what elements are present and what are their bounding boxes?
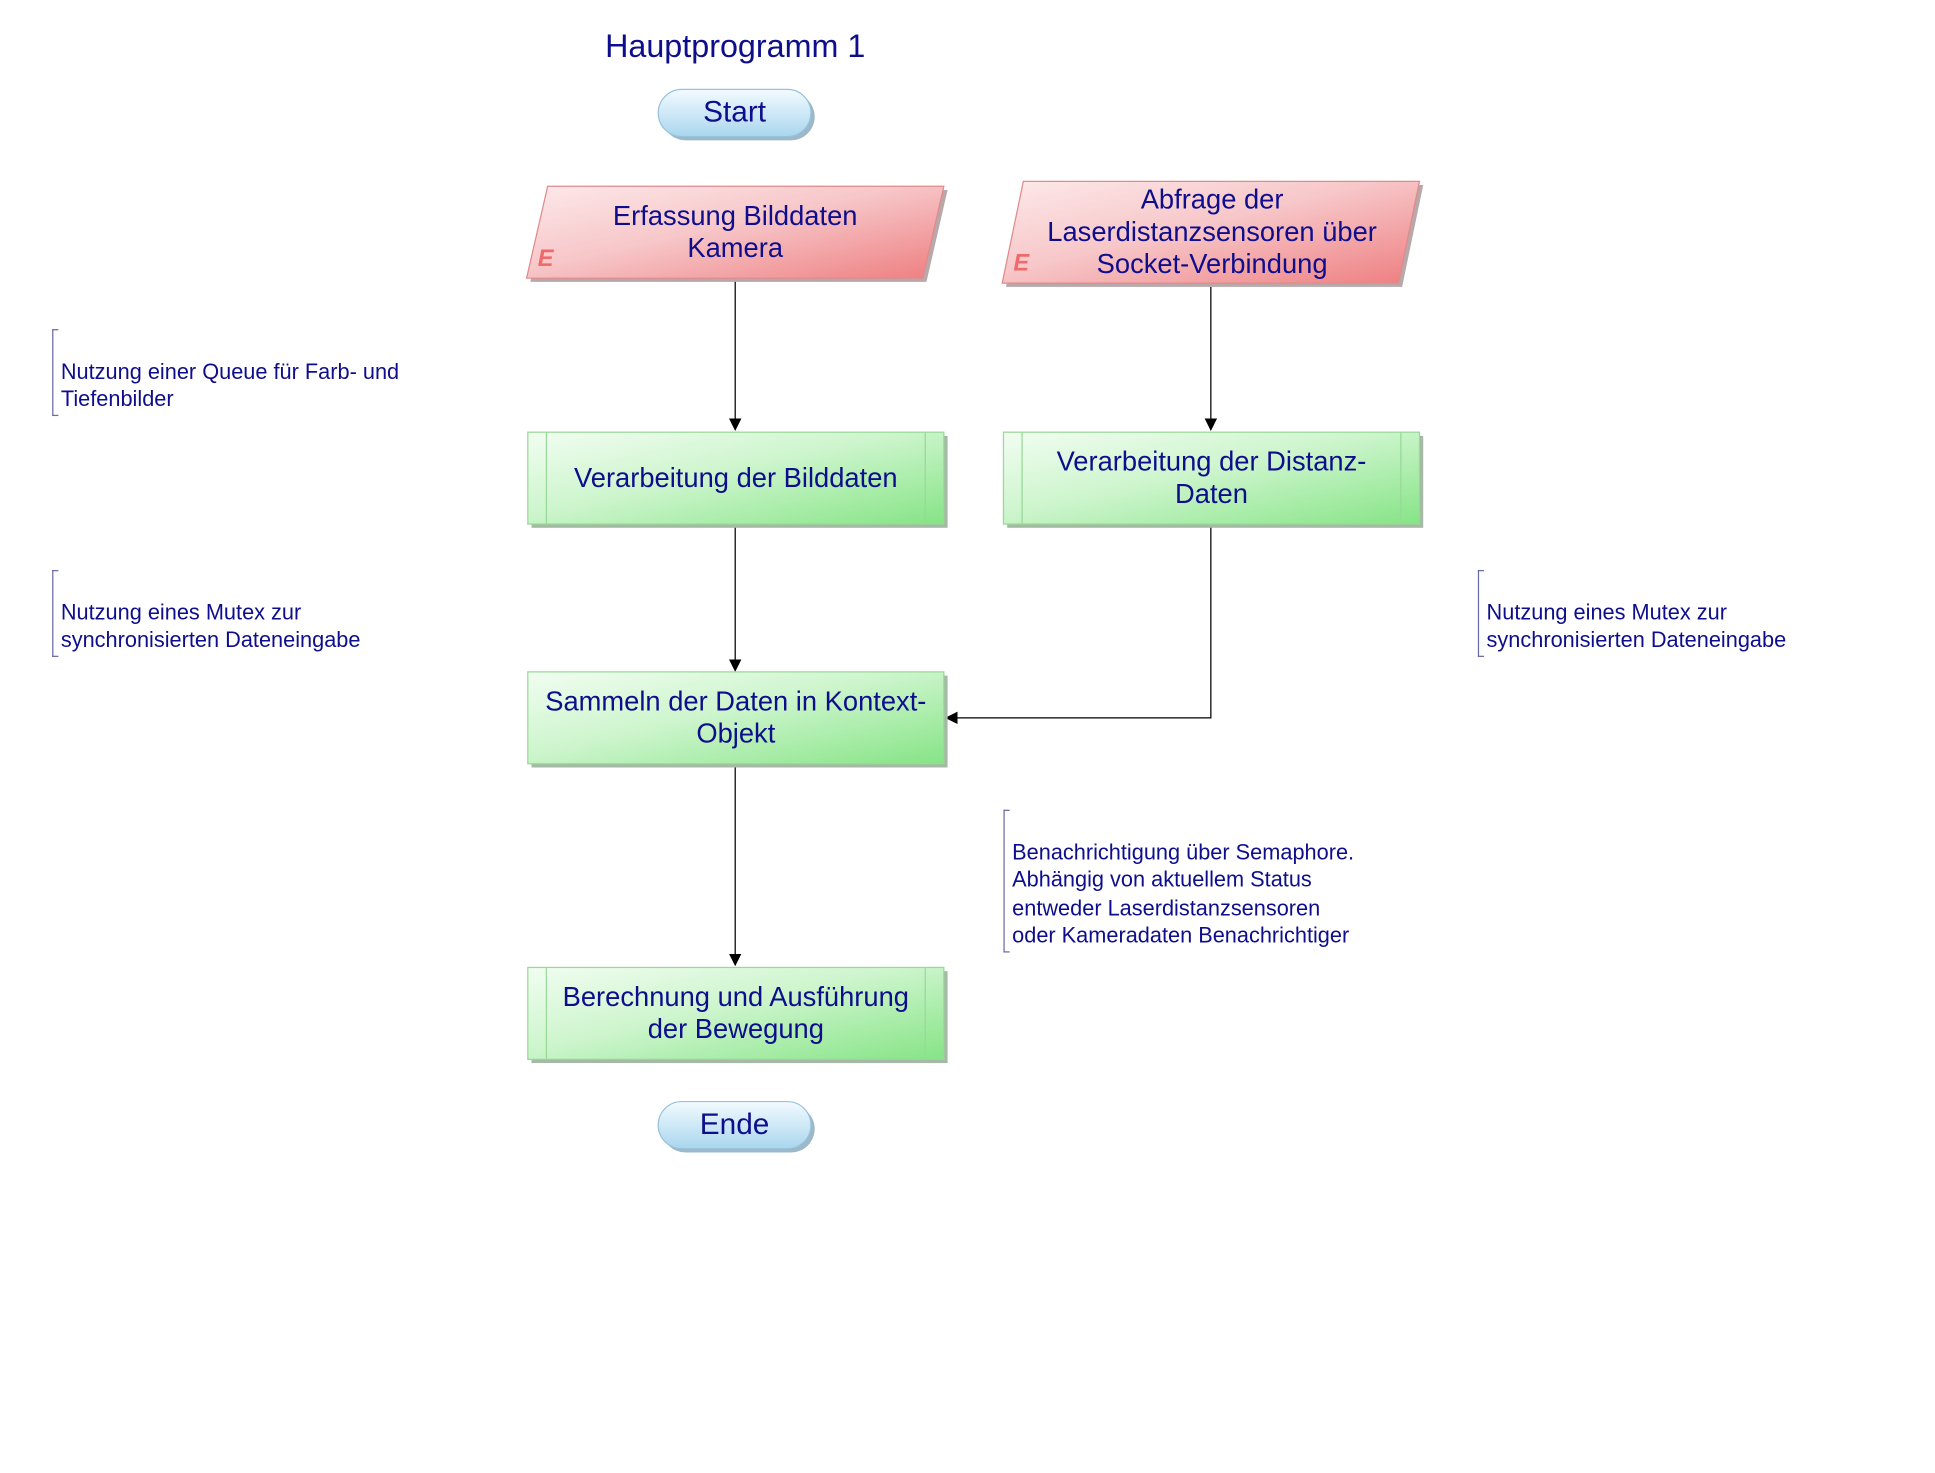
process-label-compute: Berechnung und Ausführung der Bewegung bbox=[562, 981, 909, 1045]
note-queue-text: Nutzung einer Queue für Farb- und Tiefen… bbox=[60, 358, 400, 412]
note-bracket bbox=[52, 329, 59, 416]
note-semaphore-text: Benachrichtigung über Semaphore. Abhängi… bbox=[1012, 838, 1355, 948]
process-shape-compute bbox=[527, 966, 948, 1064]
start-label: Start bbox=[703, 95, 767, 130]
note-bracket bbox=[52, 570, 59, 657]
note-mutex-left-text: Nutzung eines Mutex zur synchronisierten… bbox=[60, 599, 361, 652]
note-mutex-right-text: Nutzung eines Mutex zur synchronisierten… bbox=[1486, 599, 1787, 652]
end-label: Ende bbox=[699, 1107, 770, 1142]
flowchart-canvas: Hauptprogramm 1 Start Ende Erfassung Bil… bbox=[52, 27, 1859, 1153]
end-terminal bbox=[657, 1100, 815, 1153]
note-mutex-left: Nutzung eines Mutex zur synchronisierten… bbox=[52, 570, 433, 657]
connector-lines bbox=[728, 280, 1218, 967]
input-marker-laser: E bbox=[1013, 250, 1030, 277]
input-marker-camera: E bbox=[537, 245, 554, 272]
flowchart-diagram bbox=[525, 88, 1424, 1153]
note-queue: Nutzung einer Queue für Farb- und Tiefen… bbox=[52, 329, 483, 416]
start-terminal bbox=[657, 88, 815, 141]
process-label-collect: Sammeln der Daten in Kontext-Objekt bbox=[545, 685, 927, 749]
diagram-title: Hauptprogramm 1 bbox=[605, 27, 866, 65]
input-shape-camera bbox=[525, 185, 948, 282]
process-shape-image bbox=[527, 431, 948, 528]
input-shape-laser bbox=[1001, 180, 1424, 287]
arrow-distance-to-collect bbox=[945, 526, 1212, 725]
process-shape-collect bbox=[527, 671, 948, 768]
note-mutex-right: Nutzung eines Mutex zur synchronisierten… bbox=[1477, 570, 1859, 657]
input-label-laser: Abfrage der Laserdistanzsensoren über So… bbox=[1047, 183, 1377, 280]
note-bracket bbox=[1477, 570, 1485, 657]
process-label-image: Verarbeitung der Bilddaten bbox=[574, 461, 898, 494]
note-semaphore: Benachrichtigung über Semaphore. Abhängi… bbox=[1003, 809, 1422, 952]
process-label-distance: Verarbeitung der Distanz-Daten bbox=[1056, 445, 1367, 510]
input-label-camera: Erfassung Bilddaten Kamera bbox=[612, 199, 858, 264]
process-shape-distance bbox=[1002, 431, 1424, 528]
note-bracket bbox=[1003, 809, 1010, 952]
